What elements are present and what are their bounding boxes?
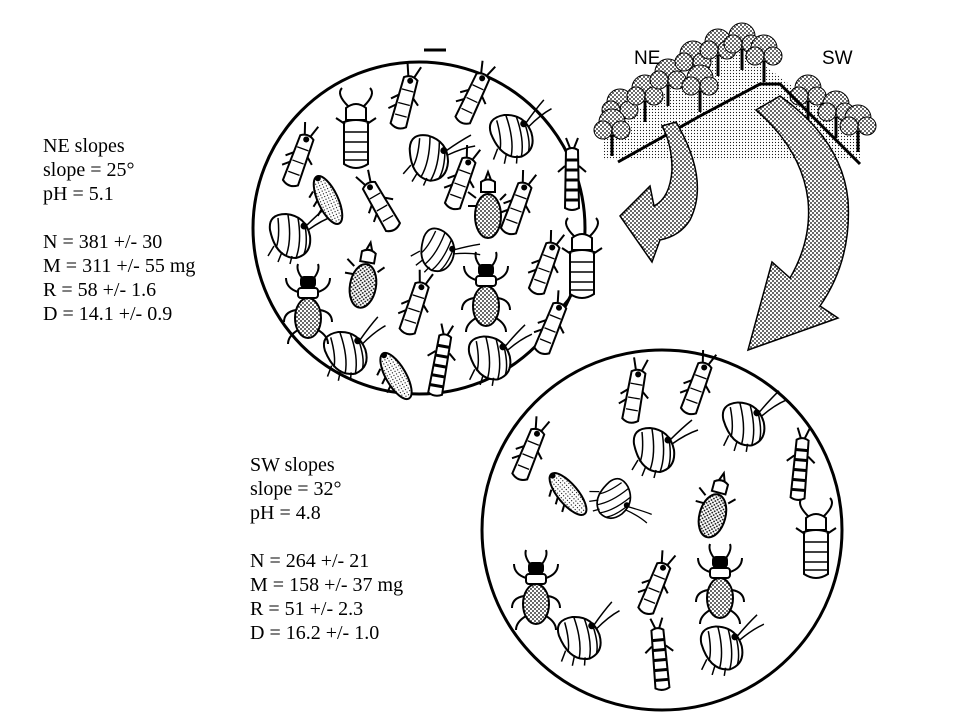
sw-m: M = 158 +/- 37 mg — [250, 574, 404, 596]
ridge-ne-label: NE — [634, 48, 660, 69]
ne-d: D = 14.1 +/- 0.9 — [43, 303, 173, 325]
sw-ph: pH = 4.8 — [250, 502, 321, 524]
ne-slope: slope = 25° — [43, 159, 135, 181]
ne-m: M = 311 +/- 55 mg — [43, 255, 196, 277]
ne-sample-circle — [251, 56, 603, 408]
sw-heading: SW slopes — [250, 454, 335, 476]
ne-r: R = 58 +/- 1.6 — [43, 279, 157, 301]
sw-sample-circle — [480, 346, 844, 712]
ne-heading: NE slopes — [43, 135, 125, 157]
ne-gap — [43, 206, 195, 230]
ridge-sw-label: SW — [822, 48, 853, 69]
sw-gap — [250, 525, 403, 549]
sw-d: D = 16.2 +/- 1.0 — [250, 622, 380, 644]
sw-slope: slope = 32° — [250, 478, 342, 500]
ne-ph: pH = 5.1 — [43, 183, 114, 205]
ne-n: N = 381 +/- 30 — [43, 231, 163, 253]
ne-slopes-stats: NE slopes slope = 25° pH = 5.1 N = 381 +… — [43, 134, 195, 326]
arrow-to-ne — [619, 121, 699, 264]
arrow-to-sw — [746, 95, 850, 352]
sw-n: N = 264 +/- 21 — [250, 550, 370, 572]
sw-r: R = 51 +/- 2.3 — [250, 598, 364, 620]
sw-slopes-stats: SW slopes slope = 32° pH = 4.8 N = 264 +… — [250, 453, 403, 645]
